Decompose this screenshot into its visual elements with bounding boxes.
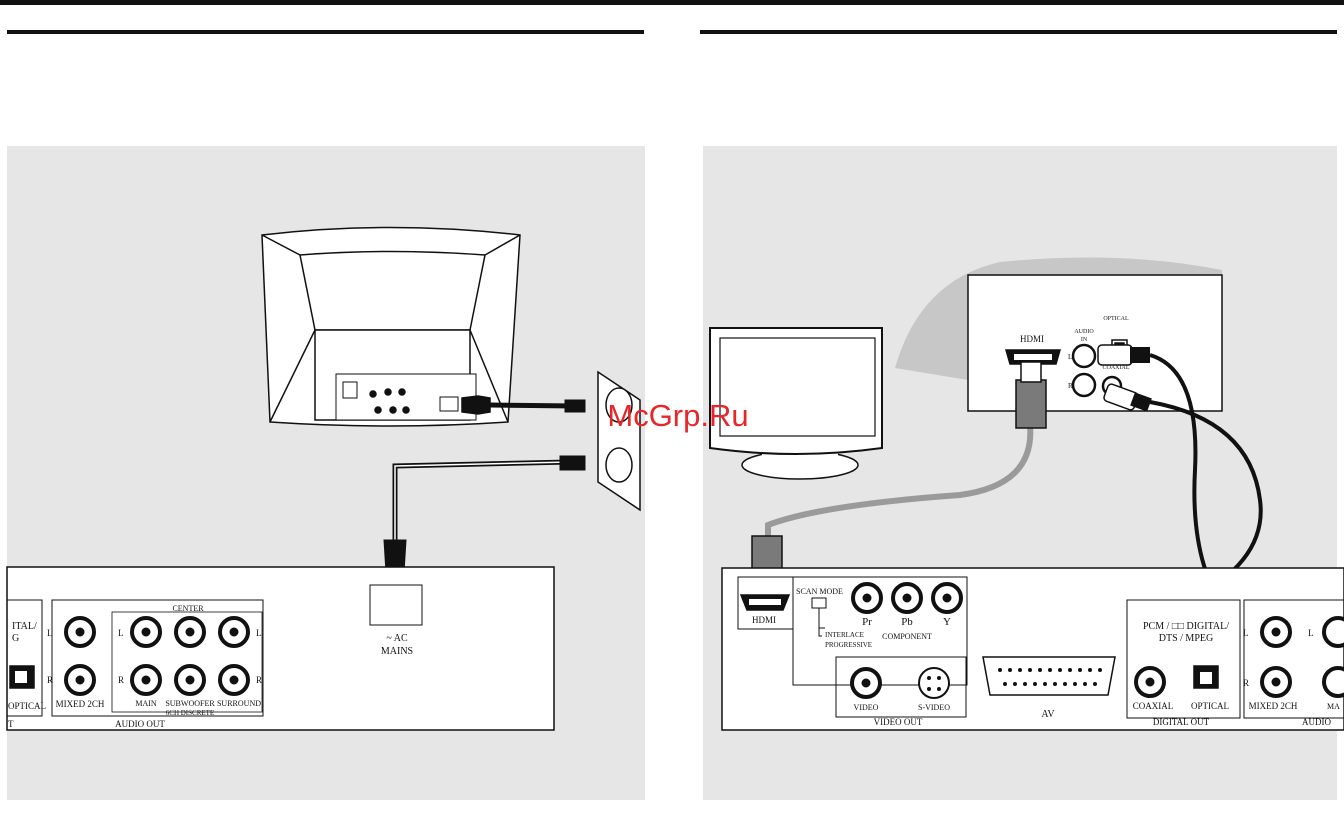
- left-audio-jacks: [64, 616, 250, 696]
- tv-audio-in-line1: AUDIO: [1074, 329, 1094, 335]
- digital-out-label: DIGITAL OUT: [1153, 717, 1210, 727]
- right-section-rule: [700, 30, 1337, 34]
- player-channel-r: R: [1243, 678, 1249, 688]
- audio-out-partial: AUDIO: [1302, 717, 1331, 727]
- progressive-label: PROGRESSIVE: [825, 641, 872, 649]
- pb-label: Pb: [901, 616, 913, 628]
- left-player-rear-panel: [6, 566, 555, 731]
- surround-label: SURROUND: [217, 699, 261, 708]
- channel-r-label: R: [118, 675, 124, 685]
- subwoofer-label-line1: SUBWOOFER: [165, 699, 215, 708]
- tv-channel-r: R: [1068, 382, 1073, 390]
- audio-out-title: AUDIO OUT: [115, 719, 165, 729]
- tv-audio-in-line2: IN: [1081, 337, 1088, 343]
- digital-format-line2: DTS / MPEG: [1159, 633, 1213, 644]
- channel-r-label: R: [47, 675, 53, 685]
- channel-l-label: L: [47, 628, 53, 638]
- main-label: MAIN: [135, 699, 157, 708]
- player-channel-l: L: [1308, 628, 1314, 638]
- digital-partial-line1: ITAL/: [12, 621, 37, 632]
- coaxial-label: COAXIAL: [1133, 701, 1174, 711]
- flat-screen-tv: [709, 327, 883, 480]
- player-hdmi-label: HDMI: [752, 615, 776, 625]
- tv-coaxial-label: COAXIAL: [1103, 365, 1130, 371]
- watermark-text: McGrp.Ru: [607, 398, 748, 433]
- video-out-label: VIDEO OUT: [874, 717, 923, 727]
- player-mixed-2ch-label: MIXED 2CH: [1249, 701, 1298, 711]
- left-section-rule: [7, 30, 644, 34]
- mains-label-line1: ~ AC: [386, 633, 408, 644]
- player-channel-l-2: L: [1243, 628, 1249, 638]
- tv-rear-inset: [967, 274, 1223, 412]
- channel-r-label: R: [256, 675, 262, 685]
- center-label: CENTER: [172, 604, 204, 613]
- optical-label: OPTICAL: [8, 701, 46, 711]
- pr-label: Pr: [862, 616, 872, 628]
- svideo-label: S-VIDEO: [918, 703, 950, 712]
- right-player-rear-panel: [721, 567, 1344, 731]
- tv-optical-label: OPTICAL: [1103, 316, 1129, 322]
- mixed-2ch-label: MIXED 2CH: [56, 699, 105, 709]
- channel-l-label: L: [256, 628, 262, 638]
- tv-power-cable: [489, 399, 586, 413]
- av-label: AV: [1041, 709, 1055, 720]
- tv-hdmi-label: HDMI: [1020, 334, 1044, 344]
- tv-channel-l: L: [1068, 353, 1072, 361]
- scan-mode-label: SCAN MODE: [796, 587, 843, 596]
- video-label: VIDEO: [854, 703, 879, 712]
- wall-socket: [597, 370, 641, 512]
- top-border: [0, 0, 1344, 5]
- subwoofer-label-line2: 6CH DISCRETE: [166, 709, 214, 717]
- scart-pins: [998, 668, 1102, 686]
- component-label: COMPONENT: [882, 632, 932, 641]
- interlace-label: INTERLACE: [825, 631, 864, 639]
- main-partial: MA: [1327, 702, 1340, 711]
- channel-l-label: L: [118, 628, 124, 638]
- optical-label: OPTICAL: [1191, 701, 1229, 711]
- digital-out-partial: T: [8, 719, 14, 729]
- right-player-jacks: [850, 582, 1344, 699]
- digital-format-line1: PCM / □□ DIGITAL/: [1143, 621, 1229, 632]
- crt-television: [261, 226, 521, 427]
- y-label: Y: [943, 616, 951, 628]
- digital-partial-line2: G: [12, 633, 19, 644]
- mains-label-line2: MAINS: [381, 646, 413, 657]
